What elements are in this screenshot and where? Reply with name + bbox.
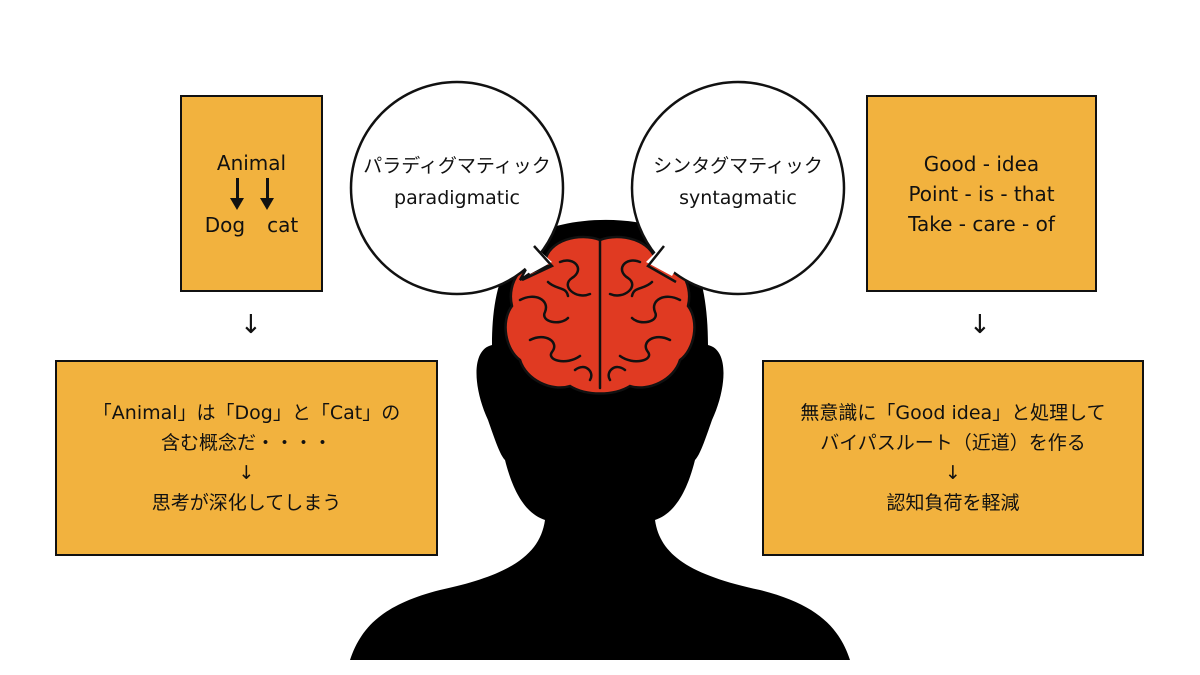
explanation-line-3: 思考が深化してしまう	[151, 492, 342, 514]
collocation-2: Point - is - that	[908, 181, 1055, 206]
explanation-line-1: 「Animal」は「Dog」と「Cat」の	[92, 402, 401, 424]
word-cat: cat	[267, 212, 299, 237]
brain-graphic	[504, 235, 696, 395]
down-arrow-icon	[259, 177, 274, 210]
syntagmatic-explanation-box: 無意識に「Good idea」と処理して バイパスルート（近道）を作る ↓ 認知…	[762, 360, 1144, 556]
right-thought-bubble	[630, 80, 846, 296]
head-silhouette	[350, 219, 850, 660]
left-thought-bubble	[349, 80, 565, 296]
explanation-arrow: ↓	[945, 462, 961, 484]
explanation-line-3: 認知負荷を軽減	[886, 492, 1020, 514]
word-animal: Animal	[216, 150, 287, 175]
down-arrow-icon: ↓	[240, 310, 262, 340]
syntagmatic-en: syntagmatic	[679, 187, 797, 209]
explanation-line-2: バイパスルート（近道）を作る	[820, 432, 1086, 454]
paradigmatic-example-box: Animal Dog cat	[180, 95, 323, 292]
down-arrow-icon	[229, 177, 244, 210]
paradigmatic-explanation-box: 「Animal」は「Dog」と「Cat」の 含む概念だ・・・・ ↓ 思考が深化し…	[55, 360, 438, 556]
paradigmatic-en: paradigmatic	[394, 187, 520, 209]
collocation-1: Good - idea	[923, 151, 1040, 176]
right-bubble-text: シンタグマティック syntagmatic	[638, 150, 838, 214]
child-words: Dog cat	[205, 210, 298, 240]
syntagmatic-jp: シンタグマティック	[653, 155, 823, 177]
word-dog: Dog	[204, 212, 246, 237]
paradigmatic-jp: パラディグマティック	[363, 155, 551, 177]
explanation-line-1: 無意識に「Good idea」と処理して	[800, 402, 1106, 424]
explanation-arrow: ↓	[238, 462, 255, 484]
down-arrow-icon: ↓	[969, 310, 991, 340]
left-bubble-text: パラディグマティック paradigmatic	[357, 150, 557, 214]
syntagmatic-example-box: Good - idea Point - is - that Take - car…	[866, 95, 1097, 292]
collocation-3: Take - care - of	[908, 211, 1055, 236]
hierarchy-arrows	[229, 177, 274, 210]
explanation-line-2: 含む概念だ・・・・	[160, 432, 332, 454]
